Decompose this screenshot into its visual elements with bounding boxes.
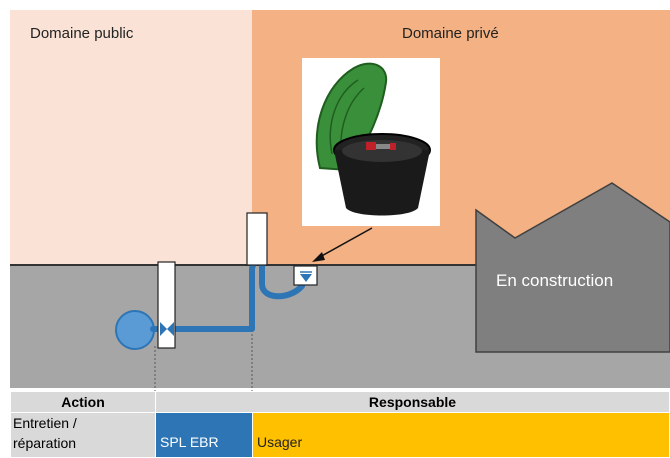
public-domain-label: Domaine public (30, 25, 134, 42)
header-responsable: Responsable (155, 391, 670, 413)
header-action: Action (10, 391, 156, 413)
ground-line (10, 264, 670, 266)
responsibility-table: Action Responsable Entretien / réparatio… (10, 391, 670, 458)
private-riser-stub (246, 212, 268, 266)
meter-valve-icon (300, 274, 312, 282)
private-domain-label: Domaine privé (402, 25, 499, 42)
usager-cell: Usager (252, 412, 670, 458)
water-main-icon (115, 310, 155, 350)
action-cell: Entretien / réparation (10, 412, 156, 458)
table-header-row: Action Responsable (10, 391, 670, 413)
table-row: Entretien / réparation SPL EBR Usager (10, 412, 670, 458)
public-valve-icon (160, 322, 174, 336)
public-domain-zone (10, 10, 252, 266)
spl-ebr-cell: SPL EBR (155, 412, 253, 458)
building-under-construction (475, 182, 670, 353)
pointer-arrow (312, 227, 373, 262)
construction-label: En construction (496, 271, 614, 290)
action-text: Entretien / réparation (13, 415, 77, 451)
valve-box-icon (315, 62, 431, 216)
valve-box-photo (302, 58, 440, 226)
